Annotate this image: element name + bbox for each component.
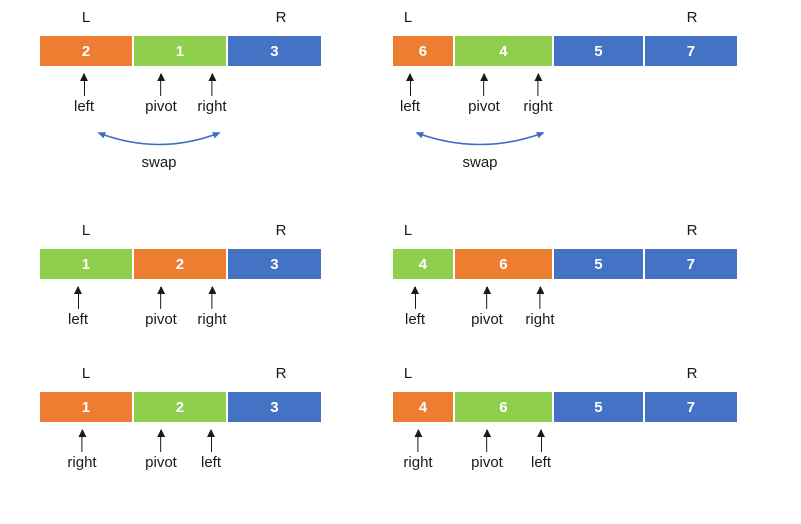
array-cell[interactable]: 6 <box>455 392 554 422</box>
array-cell[interactable]: 7 <box>645 249 737 279</box>
array-cell[interactable]: 5 <box>554 249 645 279</box>
up-arrow-icon <box>207 429 216 452</box>
array-cell[interactable]: 6 <box>455 249 554 279</box>
pointer-label: left <box>399 98 421 115</box>
pointer-label: right <box>523 98 553 115</box>
up-arrow-icon <box>208 286 217 309</box>
up-arrow-icon <box>414 429 423 452</box>
pointer-left: left <box>404 286 426 329</box>
bound-label-left: L <box>403 222 413 239</box>
array-cell[interactable]: 2 <box>134 249 228 279</box>
array-cell[interactable]: 1 <box>40 249 134 279</box>
pointer-pivot: pivot <box>471 286 503 329</box>
pointer-left: left <box>73 73 95 116</box>
pointer-left: left <box>399 73 421 116</box>
pointer-label: right <box>197 311 227 328</box>
array-cell[interactable]: 2 <box>40 36 134 66</box>
up-arrow-icon <box>483 429 492 452</box>
swap-indicator: swap <box>414 130 546 171</box>
bound-label-right: R <box>686 9 698 26</box>
pointer-label: right <box>403 454 433 471</box>
bound-label-left: L <box>81 222 91 239</box>
pointer-label: pivot <box>145 454 177 471</box>
pointer-label: pivot <box>145 98 177 115</box>
bound-label-right: R <box>686 222 698 239</box>
up-arrow-icon <box>80 73 89 96</box>
up-arrow-icon <box>411 286 420 309</box>
bound-label-right: R <box>275 222 287 239</box>
pointer-label: left <box>404 311 426 328</box>
array-cell[interactable]: 3 <box>228 392 321 422</box>
up-arrow-icon <box>157 429 166 452</box>
up-arrow-icon <box>208 73 217 96</box>
pointer-label: left <box>67 311 89 328</box>
bound-label-right: R <box>275 365 287 382</box>
up-arrow-icon <box>536 286 545 309</box>
bound-label-right: R <box>686 365 698 382</box>
up-arrow-icon <box>537 429 546 452</box>
pointer-left: left <box>67 286 89 329</box>
pointer-pivot: pivot <box>145 429 177 472</box>
swap-arc-icon <box>97 132 221 146</box>
pointer-right: right <box>67 429 97 472</box>
array-cell[interactable]: 4 <box>393 392 455 422</box>
pointer-left: left <box>530 429 552 472</box>
pointer-label: right <box>67 454 97 471</box>
bound-label-left: L <box>81 9 91 26</box>
array-cell[interactable]: 7 <box>645 36 737 66</box>
swap-label: swap <box>141 154 177 171</box>
pointer-left: left <box>200 429 222 472</box>
pointer-pivot: pivot <box>145 73 177 116</box>
array-cell[interactable]: 1 <box>40 392 134 422</box>
array-cell[interactable]: 5 <box>554 392 645 422</box>
array-cell[interactable]: 4 <box>393 249 455 279</box>
array-cell[interactable]: 1 <box>134 36 228 66</box>
array-cell[interactable]: 5 <box>554 36 645 66</box>
array-cell[interactable]: 2 <box>134 392 228 422</box>
up-arrow-icon <box>74 286 83 309</box>
swap-label: swap <box>462 154 498 171</box>
pointer-right: right <box>523 73 553 116</box>
array-cell[interactable]: 4 <box>455 36 554 66</box>
pointer-label: pivot <box>468 98 500 115</box>
pointer-right: right <box>525 286 555 329</box>
pointer-pivot: pivot <box>468 73 500 116</box>
up-arrow-icon <box>406 73 415 96</box>
pointer-label: pivot <box>471 454 503 471</box>
pointer-right: right <box>197 73 227 116</box>
pointer-pivot: pivot <box>145 286 177 329</box>
pointer-label: left <box>530 454 552 471</box>
bound-label-left: L <box>403 365 413 382</box>
bound-label-left: L <box>403 9 413 26</box>
bound-label-left: L <box>81 365 91 382</box>
up-arrow-icon <box>78 429 87 452</box>
pointer-label: right <box>197 98 227 115</box>
array-cell[interactable]: 6 <box>393 36 455 66</box>
pointer-label: right <box>525 311 555 328</box>
pointer-label: left <box>73 98 95 115</box>
pointer-right: right <box>403 429 433 472</box>
array-cell[interactable]: 7 <box>645 392 737 422</box>
pointer-label: left <box>200 454 222 471</box>
up-arrow-icon <box>483 286 492 309</box>
array-cell[interactable]: 3 <box>228 36 321 66</box>
swap-indicator: swap <box>96 130 222 171</box>
pointer-right: right <box>197 286 227 329</box>
array-cell[interactable]: 3 <box>228 249 321 279</box>
pointer-label: pivot <box>145 311 177 328</box>
swap-arc-icon <box>415 131 545 146</box>
up-arrow-icon <box>157 286 166 309</box>
bound-label-right: R <box>275 9 287 26</box>
up-arrow-icon <box>157 73 166 96</box>
pointer-pivot: pivot <box>471 429 503 472</box>
up-arrow-icon <box>534 73 543 96</box>
pointer-label: pivot <box>471 311 503 328</box>
up-arrow-icon <box>480 73 489 96</box>
